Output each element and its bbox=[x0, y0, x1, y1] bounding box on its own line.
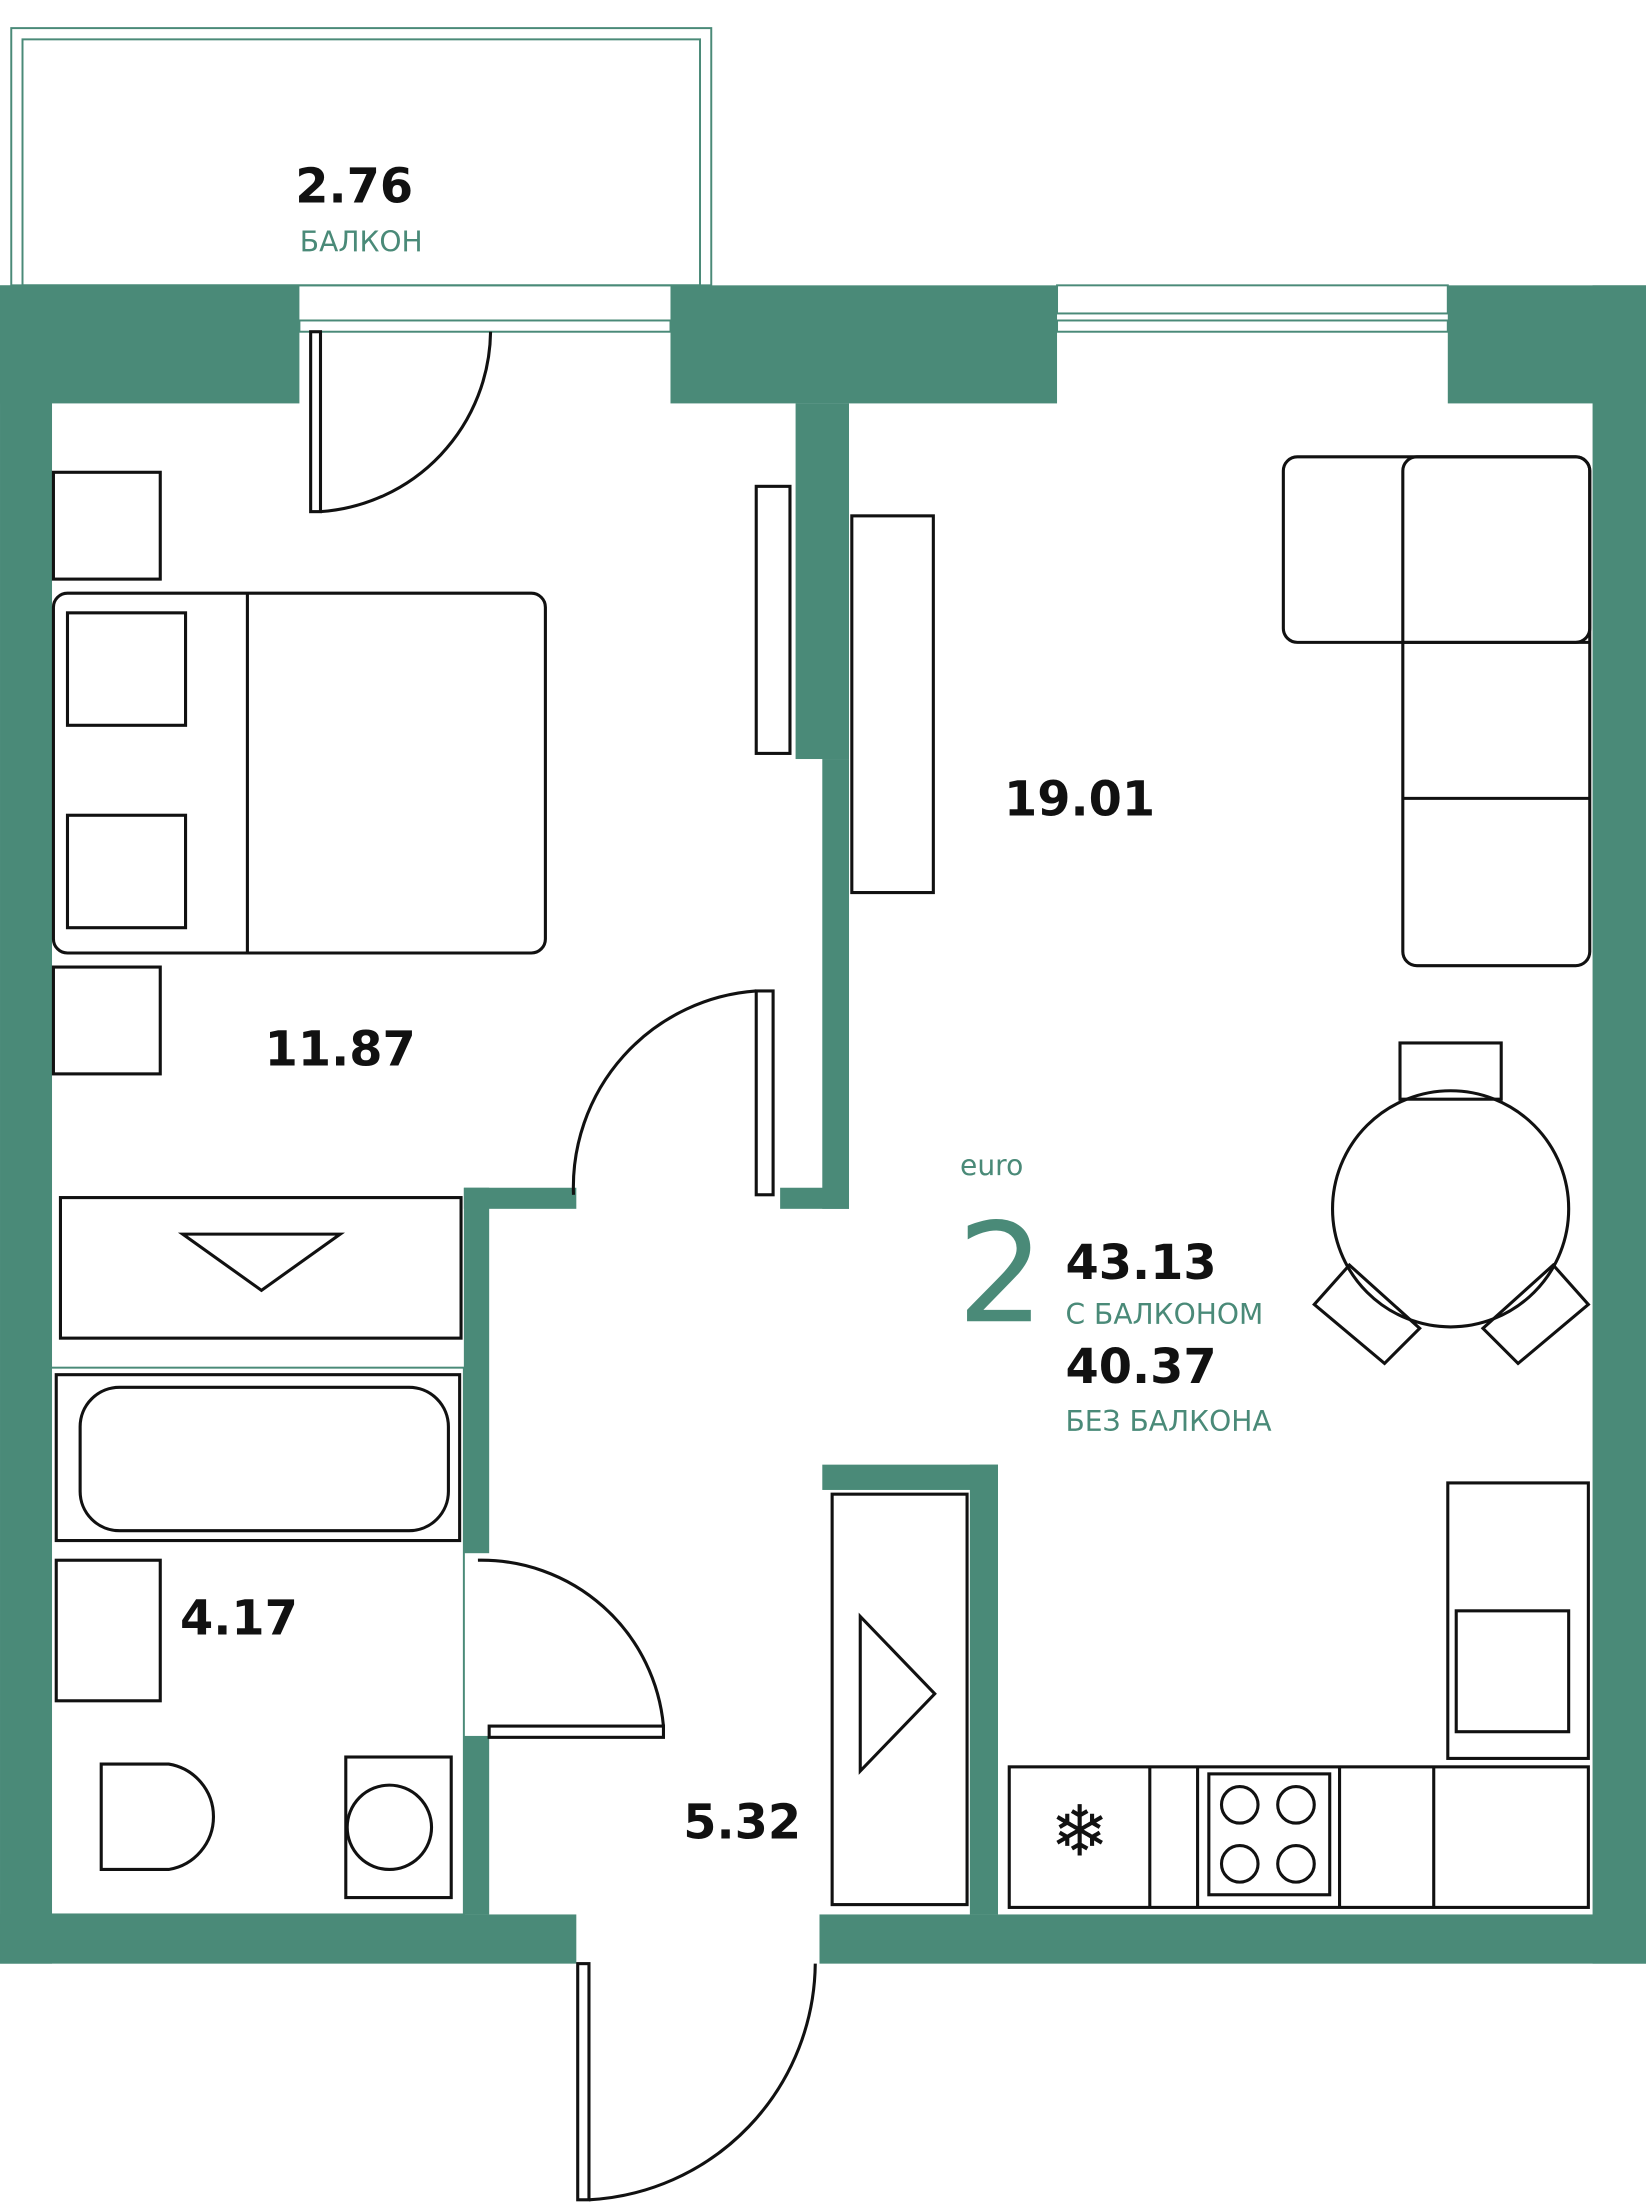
sofa bbox=[1281, 455, 1592, 968]
with-balcony-label: С БАЛКОНОМ bbox=[1065, 1298, 1263, 1331]
windows bbox=[298, 284, 1449, 333]
balcony-outline bbox=[10, 27, 713, 287]
dining-table bbox=[1312, 1041, 1591, 1366]
bathroom-fixtures bbox=[48, 1366, 465, 1916]
total-with-balcony: 43.13 bbox=[1065, 1236, 1216, 1291]
hall-area: 5.32 bbox=[683, 1796, 801, 1851]
tv-units bbox=[754, 484, 935, 895]
bedroom-area: 11.87 bbox=[265, 1022, 416, 1077]
without-balcony-label: БЕЗ БАЛКОНА bbox=[1065, 1405, 1271, 1438]
rooms-count: 2 bbox=[957, 1194, 1045, 1354]
kitchen: ❄ bbox=[1007, 1481, 1590, 1909]
hall-wardrobe bbox=[830, 1492, 969, 1907]
balcony-area: 2.76 bbox=[295, 159, 413, 214]
bathroom-area: 4.17 bbox=[180, 1592, 298, 1647]
walls bbox=[0, 285, 1646, 1964]
snowflake-icon: ❄ bbox=[1050, 1793, 1109, 1871]
balcony-label: БАЛКОН bbox=[300, 226, 423, 259]
total-without-balcony: 40.37 bbox=[1065, 1340, 1216, 1395]
living-area: 19.01 bbox=[1004, 772, 1155, 827]
bed bbox=[51, 470, 547, 1076]
apartment-summary: euro 2 43.13 С БАЛКОНОМ 40.37 БЕЗ БАЛКОН… bbox=[957, 1149, 1272, 1438]
bedroom-wardrobe bbox=[58, 1196, 463, 1340]
doors bbox=[309, 330, 817, 2202]
apartment-type: euro bbox=[960, 1149, 1023, 1182]
